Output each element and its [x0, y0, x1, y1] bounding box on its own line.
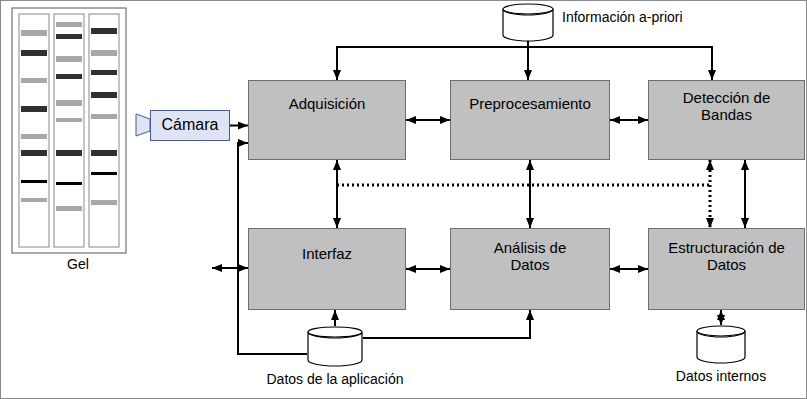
process-box: Interfaz — [248, 228, 406, 310]
connector-arrow — [337, 41, 528, 80]
process-box: Preprocesamiento — [450, 80, 610, 160]
camera-box: Cámara — [150, 110, 230, 141]
process-box: Análisis de Datos — [450, 228, 610, 310]
cylinder-top — [503, 4, 553, 14]
connector-arrow — [610, 119, 648, 121]
box-label: Detección de Bandas — [672, 89, 782, 124]
store-label: Información a-priori — [562, 9, 683, 25]
box-label: Cámara — [162, 116, 219, 134]
box-label: Interfaz — [302, 245, 352, 262]
process-box: Estructuración de Datos — [648, 228, 805, 310]
cylinder-outline — [696, 325, 746, 363]
cylinder-top — [697, 326, 745, 336]
connector-arrow — [529, 160, 531, 228]
connector-arrow — [230, 125, 248, 127]
connector-arrow — [406, 119, 450, 121]
external-arrow — [212, 267, 248, 269]
cylinder-outline — [307, 326, 363, 366]
cylinder-top — [308, 327, 362, 337]
data-store: Datos de la aplicación — [307, 326, 363, 366]
camera-lens — [136, 114, 150, 136]
connector-arrow — [744, 160, 746, 228]
connector-arrow — [336, 160, 338, 228]
gel-picture — [12, 8, 126, 253]
connector-arrow — [709, 160, 712, 228]
process-box: Adquisición — [248, 80, 406, 160]
process-box: Detección de Bandas — [648, 80, 805, 160]
data-store: Información a-priori — [502, 3, 554, 41]
connector-arrow — [363, 310, 530, 338]
connector-arrow — [334, 310, 336, 326]
dotted-bus — [337, 184, 712, 187]
box-label: Estructuración de Datos — [667, 239, 787, 274]
box-label: Análisis de Datos — [485, 239, 575, 274]
figure-label: Gel — [67, 256, 89, 272]
data-store: Datos internos — [696, 325, 746, 363]
box-label: Adquisición — [289, 95, 366, 112]
store-label: Datos internos — [676, 368, 766, 384]
connector-arrow — [720, 310, 722, 325]
connector-arrow — [528, 41, 712, 80]
box-label: Preprocesamiento — [469, 95, 591, 112]
store-label: Datos de la aplicación — [267, 371, 404, 387]
cylinder-outline — [502, 3, 554, 41]
connector-arrow — [406, 268, 450, 270]
connector-arrow — [610, 268, 648, 270]
